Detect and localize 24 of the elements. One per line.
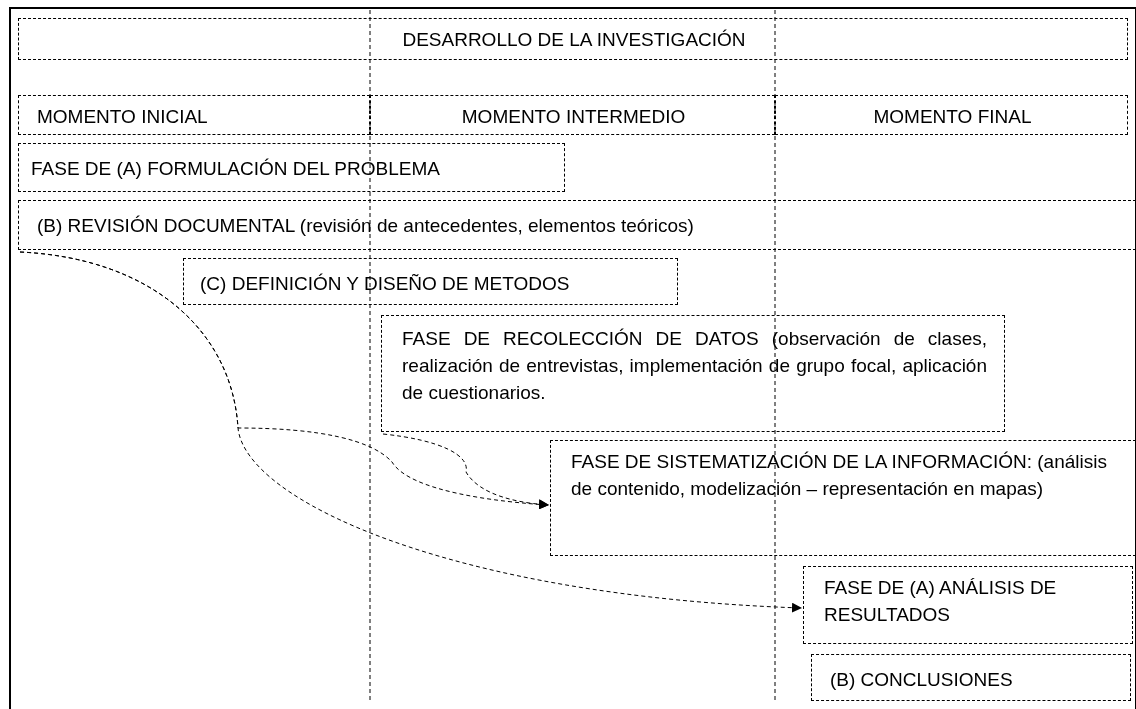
phase-text: MOMENTO INICIAL <box>37 105 209 129</box>
column-heading <box>18 95 370 135</box>
phase-text: (C) DEFINICIÓN Y DISEÑO DE METODOS <box>200 272 571 296</box>
arrow <box>382 433 549 510</box>
phase-text: DESARROLLO DE LA INVESTIGACIÓN <box>401 28 747 52</box>
heading-cell <box>18 18 1128 60</box>
phase-text: (B) REVISIÓN DOCUMENTAL (revisión de antecedentes, elementos teóricos) <box>37 214 695 238</box>
phase-text: (B) CONCLUSIONES <box>830 668 1014 692</box>
column-heading <box>775 95 1128 135</box>
phase-box <box>18 143 565 192</box>
phase-text: FASE DE (A) FORMULACIÓN DEL PROBLEMA <box>31 157 441 181</box>
arrow <box>19 251 802 613</box>
phase-box <box>18 200 1136 250</box>
phase-text: MOMENTO INTERMEDIO <box>460 105 687 129</box>
phase-box <box>811 654 1131 701</box>
phase-text: FASE DE (A) ANÁLISIS DE RESULTADOS <box>824 576 1058 627</box>
phase-box <box>183 258 678 305</box>
phase-box <box>550 440 1136 556</box>
column-heading <box>370 95 775 135</box>
phase-text: FASE DE SISTEMATIZACIÓN DE LA INFORMACIÓN: (análisis de contenido, modelización – representación en mapas) <box>571 450 1108 501</box>
phase-box <box>803 566 1133 644</box>
phase-text: FASE DE RECOLECCIÓN DE DATOS (observación de clases, realización de entrevistas, implementación de grupo focal, aplicación de cuestionarios. <box>402 327 987 405</box>
phase-text: MOMENTO FINAL <box>872 105 1033 129</box>
phase-box <box>381 315 1005 432</box>
